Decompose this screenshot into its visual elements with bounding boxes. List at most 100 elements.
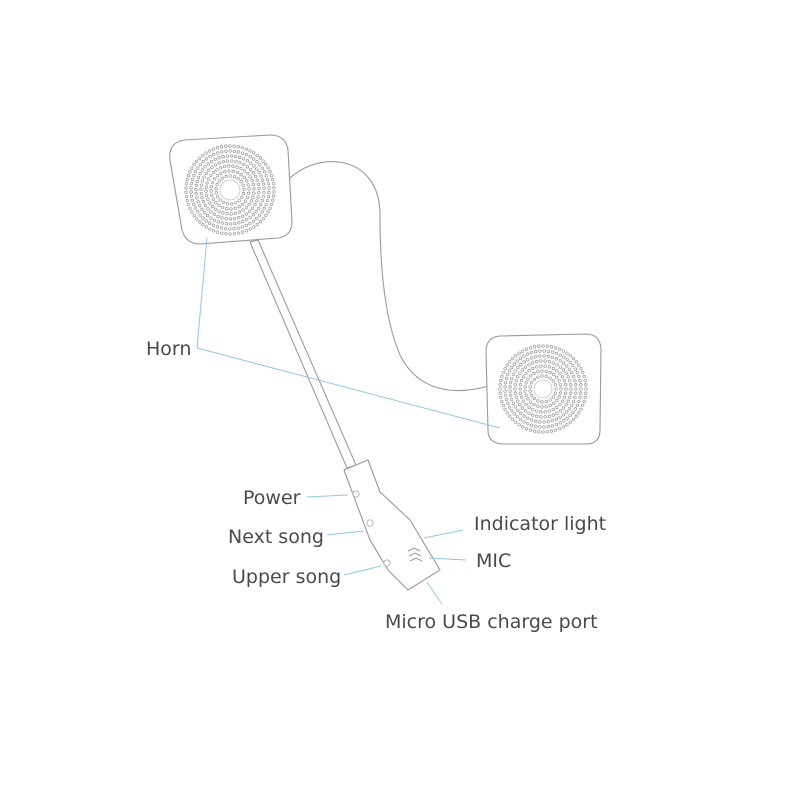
grille-hole: [568, 354, 572, 358]
grille-hole: [583, 378, 587, 383]
grille-hole: [256, 195, 260, 199]
grille-hole: [251, 213, 256, 217]
grille-hole: [513, 405, 517, 409]
grille-hole: [537, 430, 541, 434]
grille-hole: [571, 364, 575, 368]
grille-hole: [507, 405, 512, 409]
grille-hole: [508, 360, 512, 364]
grille-hole: [561, 425, 565, 429]
grille-hole: [240, 151, 245, 155]
grille-hole: [504, 377, 509, 381]
grille-hole: [532, 429, 537, 433]
grille-hole: [501, 370, 505, 375]
grille-hole: [570, 403, 574, 407]
grille-hole: [512, 412, 516, 416]
grille-hole: [548, 398, 552, 402]
grille-hole: [209, 185, 213, 189]
grille-hole: [215, 168, 219, 172]
grille-hole: [512, 362, 516, 366]
grille-hole: [214, 186, 218, 191]
grille-hole: [514, 354, 518, 358]
grille-hole: [237, 205, 241, 209]
grille-hole: [569, 383, 573, 387]
grille-hole: [228, 217, 233, 221]
grille-hole: [534, 424, 538, 428]
grille-hole: [219, 171, 223, 175]
grille-hole: [498, 391, 502, 395]
grille-hole: [264, 202, 268, 207]
grille-hole: [261, 217, 265, 221]
indicator-light-label: Indicator light: [474, 513, 606, 535]
grille-hole: [252, 151, 256, 155]
grille-hole: [241, 183, 245, 187]
grille-hole: [519, 362, 523, 367]
grille-hole: [251, 195, 255, 199]
grille-hole: [252, 164, 256, 168]
grille-hole: [565, 358, 569, 362]
grille-hole: [558, 359, 562, 363]
grille-hole: [212, 152, 216, 157]
grille-hole: [508, 385, 512, 389]
grille-hole: [244, 153, 249, 157]
grille-hole: [553, 428, 558, 432]
grille-hole: [255, 199, 259, 203]
grille-hole: [573, 407, 578, 411]
grille-hole: [219, 166, 223, 170]
grille-hole: [262, 186, 266, 190]
grille-hole: [562, 419, 566, 423]
grille-hole: [579, 387, 583, 391]
grille-hole: [521, 349, 525, 353]
grille-hole: [561, 413, 566, 417]
grille-hole: [193, 206, 198, 210]
grille-hole: [518, 403, 522, 407]
grille-hole: [257, 191, 261, 195]
grille-hole: [562, 395, 567, 399]
grille-hole: [584, 387, 588, 391]
power-label: Power: [243, 487, 301, 509]
grille-hole: [269, 202, 274, 206]
grille-hole: [571, 417, 576, 422]
grille-hole: [564, 371, 568, 375]
grille-hole: [250, 179, 254, 183]
grille-hole: [565, 416, 569, 420]
grille-hole: [204, 193, 209, 197]
grille-hole: [568, 413, 572, 418]
grille-hole: [255, 178, 259, 182]
grille-hole: [234, 201, 238, 205]
grille-hole: [255, 160, 259, 164]
grille-hole: [212, 212, 216, 217]
grille-hole: [211, 147, 216, 151]
grille-hub: [533, 379, 553, 399]
grille-hole: [527, 405, 531, 410]
grille-hole: [241, 157, 246, 161]
grille-hole: [558, 353, 562, 357]
grille-hole: [503, 367, 507, 371]
grille-hole: [229, 212, 233, 216]
grille-hole: [241, 191, 246, 196]
microphone-boom: [249, 239, 357, 469]
grille-hole: [566, 375, 570, 379]
grille-hole: [555, 369, 559, 373]
grille-hole: [517, 423, 521, 427]
grille-hole: [552, 372, 556, 377]
grille-hole: [565, 364, 569, 368]
grille-hole: [193, 169, 198, 174]
grille-hole: [510, 417, 515, 422]
grille-hole: [577, 375, 581, 379]
grille-hole: [519, 379, 524, 383]
grille-hole: [553, 346, 558, 350]
grille-hole: [527, 411, 531, 415]
grille-hole: [238, 155, 242, 160]
grille-hole: [540, 369, 544, 373]
grille-hole: [565, 410, 569, 414]
grille-hole: [503, 389, 507, 393]
grille-hole: [505, 363, 509, 367]
grille-hole: [231, 164, 235, 168]
grille-hole: [221, 160, 225, 164]
grille-hole: [248, 167, 253, 172]
grille-hole: [558, 371, 562, 376]
next-song-button: [366, 519, 374, 527]
grille-hole: [532, 396, 536, 401]
grille-hole: [247, 187, 251, 191]
grille-hole: [227, 169, 231, 173]
